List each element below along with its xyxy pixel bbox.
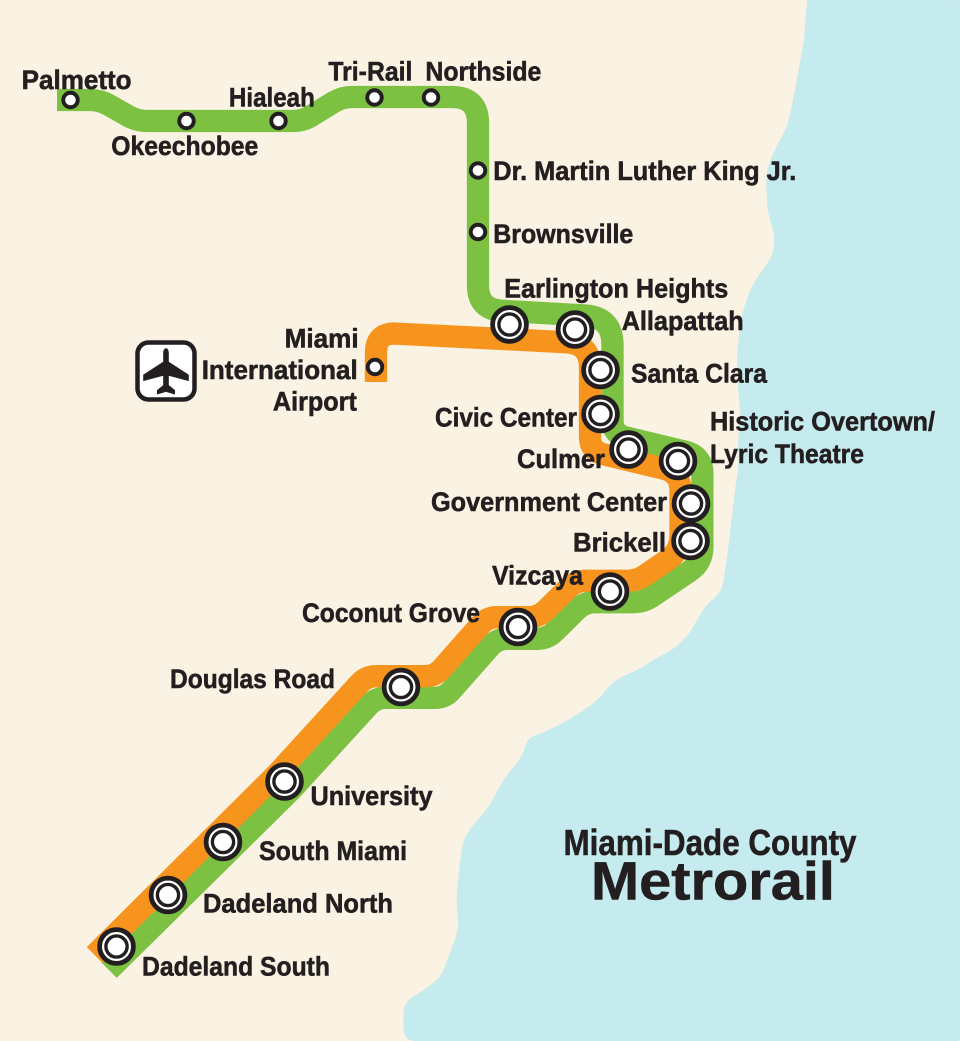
svg-text:Coconut Grove: Coconut Grove [302, 598, 480, 628]
svg-text:Douglas Road: Douglas Road [170, 664, 335, 694]
svg-text:Miami: Miami [285, 323, 359, 353]
svg-text:Culmer: Culmer [517, 444, 605, 474]
svg-text:Palmetto: Palmetto [22, 65, 132, 95]
svg-text:Lyric Theatre: Lyric Theatre [710, 439, 864, 469]
svg-text:Allapattah: Allapattah [622, 306, 744, 336]
svg-text:Brownsville: Brownsville [493, 219, 633, 249]
svg-text:Civic Center: Civic Center [435, 403, 577, 433]
svg-text:South Miami: South Miami [259, 836, 407, 866]
svg-text:Santa Clara: Santa Clara [631, 359, 768, 389]
svg-text:Airport: Airport [273, 387, 357, 417]
svg-text:Dr. Martin Luther King Jr.: Dr. Martin Luther King Jr. [493, 156, 796, 186]
svg-text:Brickell: Brickell [573, 528, 666, 558]
svg-text:Historic Overtown/: Historic Overtown/ [710, 407, 935, 437]
svg-text:International: International [202, 355, 358, 385]
svg-text:Metrorail: Metrorail [591, 852, 835, 912]
svg-text:Government Center: Government Center [431, 487, 667, 517]
svg-text:Northside: Northside [425, 57, 541, 87]
svg-text:University: University [311, 781, 433, 811]
svg-text:Earlington Heights: Earlington Heights [504, 274, 728, 304]
svg-text:Tri-Rail: Tri-Rail [328, 57, 412, 87]
svg-text:Dadeland South: Dadeland South [142, 952, 330, 982]
svg-text:Vizcaya: Vizcaya [492, 561, 584, 591]
svg-text:Hialeah: Hialeah [229, 83, 315, 113]
svg-text:Miami-Dade County: Miami-Dade County [564, 822, 857, 863]
svg-text:Dadeland North: Dadeland North [203, 889, 393, 919]
svg-text:Okeechobee: Okeechobee [111, 131, 258, 161]
